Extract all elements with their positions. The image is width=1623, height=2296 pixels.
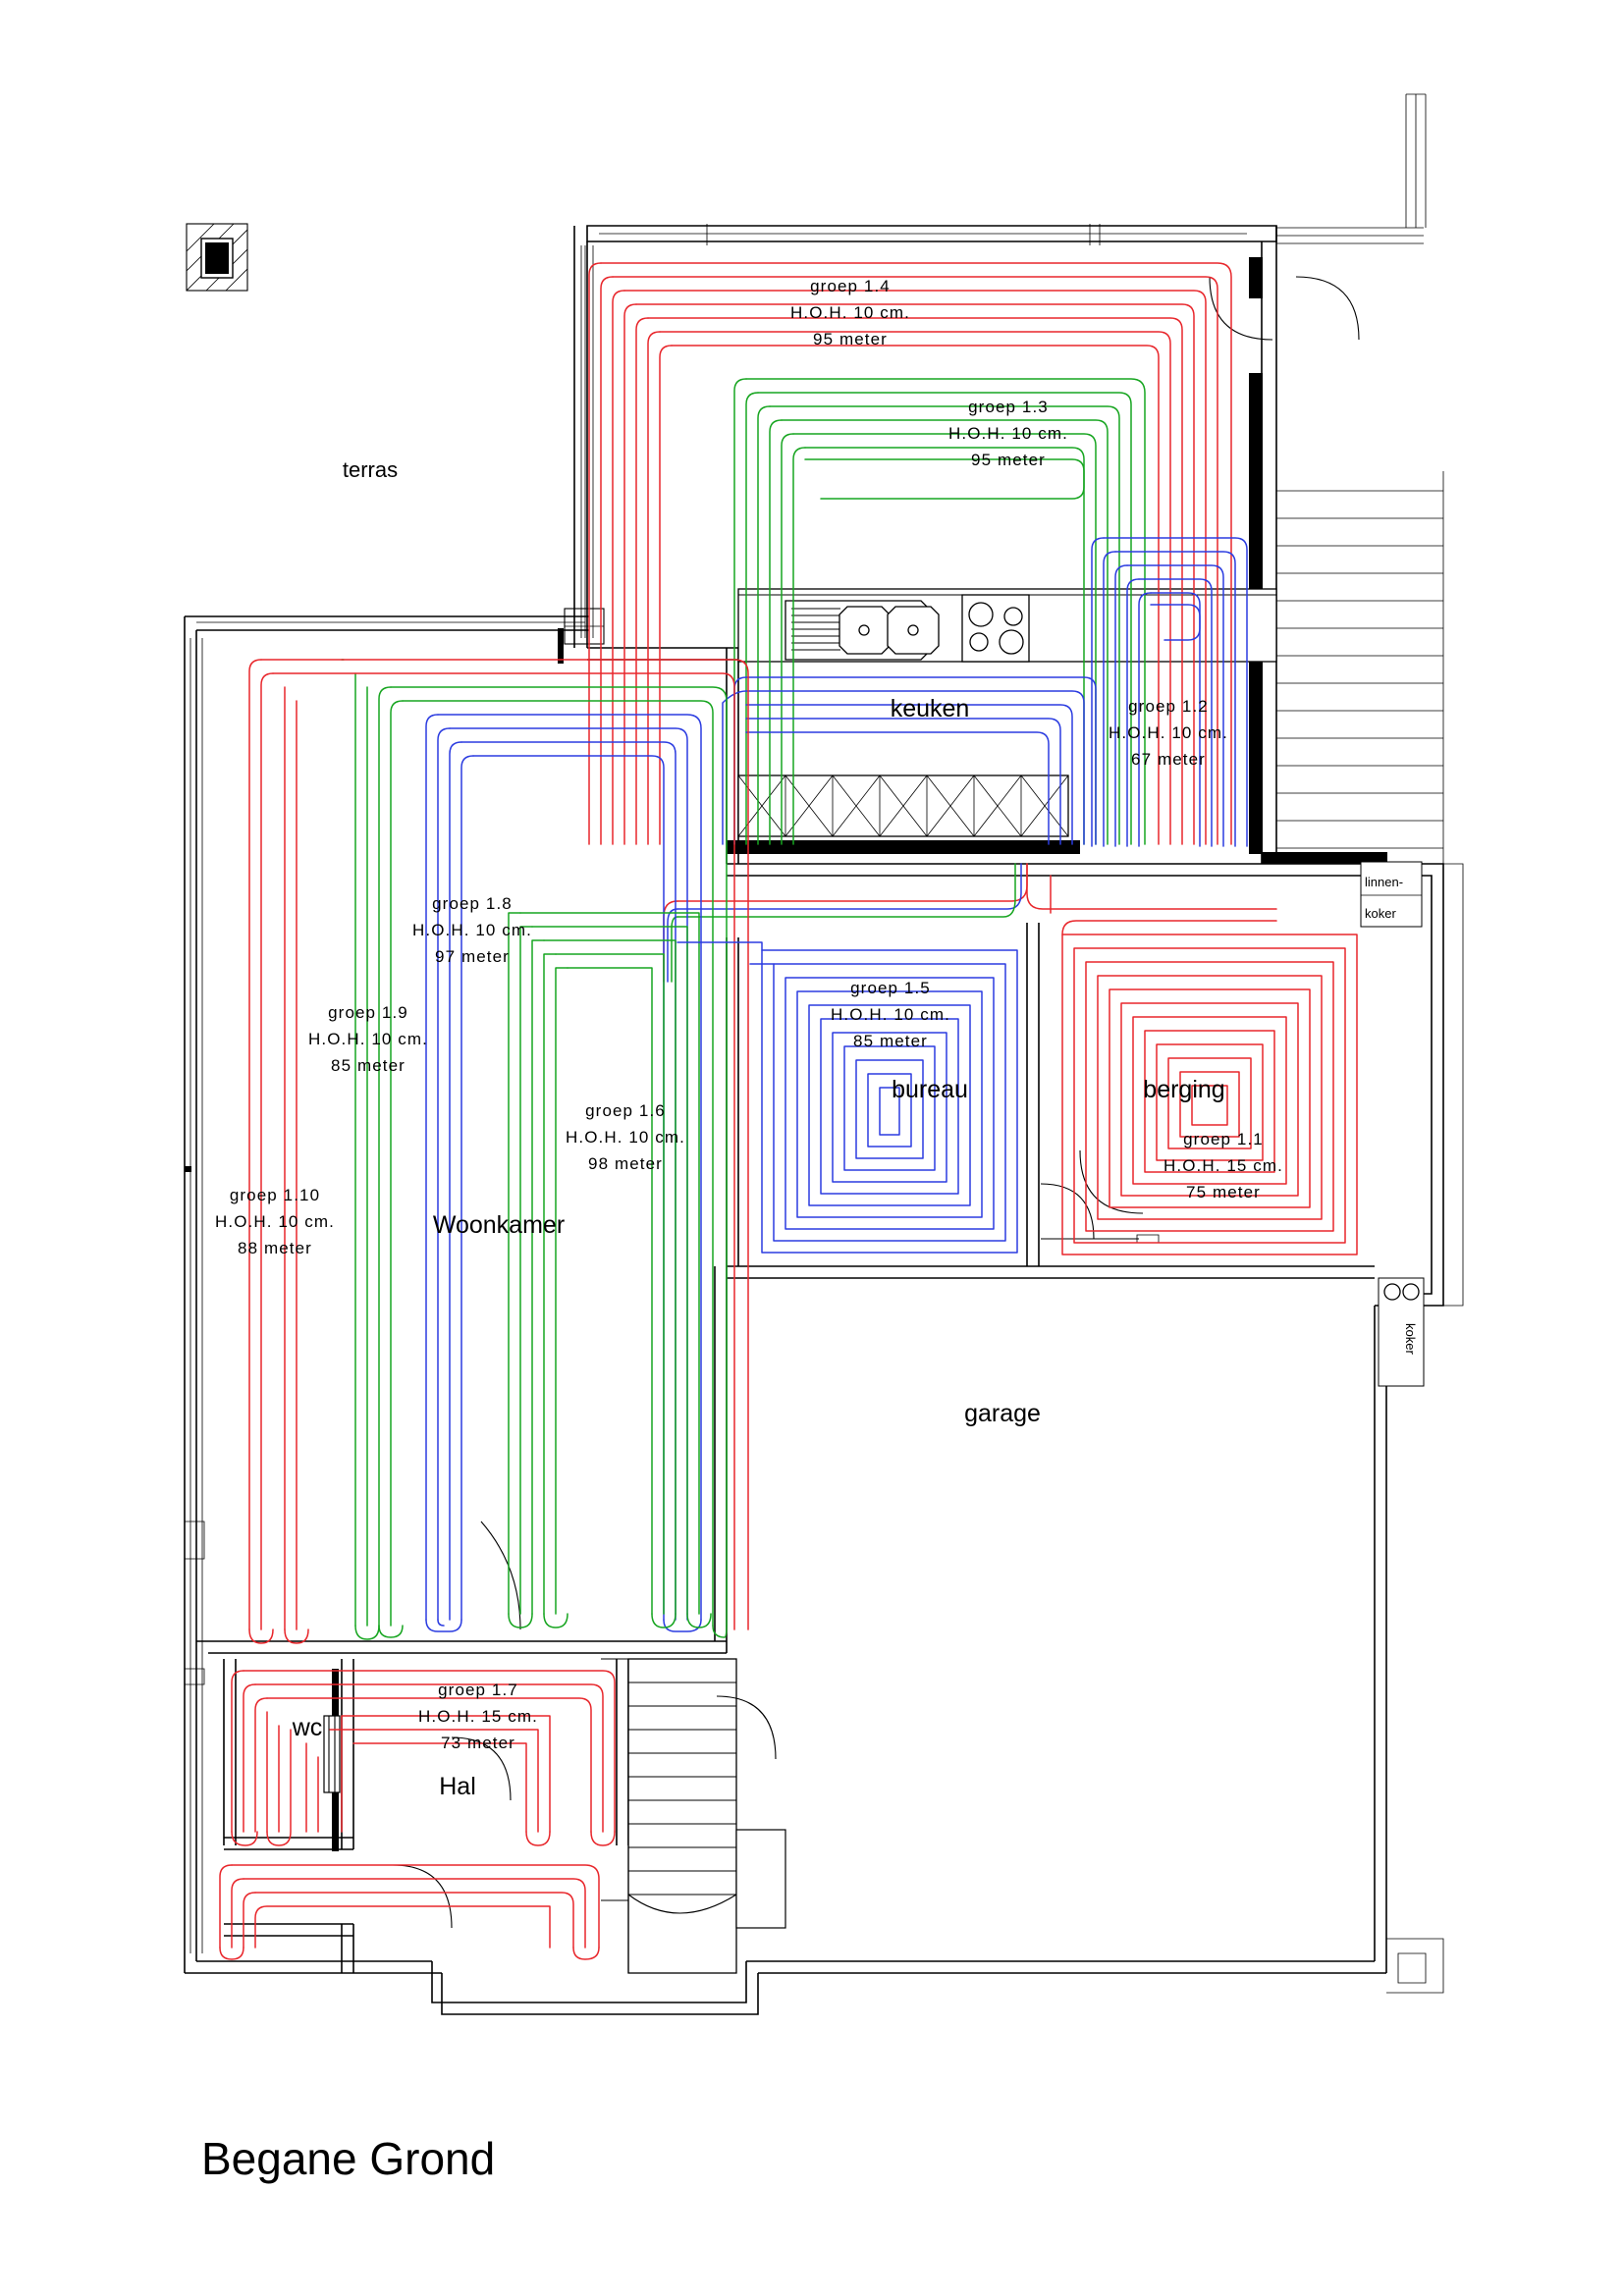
- hatched-cabinet-block: [727, 774, 1080, 854]
- circuit-groep-1-8: [425, 714, 702, 1632]
- glazing: [189, 224, 1247, 1953]
- stairs-side: [1276, 471, 1444, 864]
- circuit-groep-1-1: [1061, 920, 1358, 1255]
- label-linnenkoker-2: koker: [1365, 906, 1396, 921]
- building-outline: [184, 93, 1464, 2015]
- door-swings: [392, 276, 1360, 1929]
- label-groep-1-9-group: groep 1.9: [328, 1003, 408, 1022]
- label-groep-1-4-group: groep 1.4: [810, 277, 891, 295]
- label-groep-1-1-length: 75 meter: [1186, 1183, 1261, 1201]
- label-groep-1-2-spacing: H.O.H. 10 cm.: [1109, 723, 1228, 742]
- circuit-groep-1-4: [588, 262, 1232, 845]
- circuit-labels: groep 1.4 H.O.H. 10 cm. 95 meter groep 1…: [215, 277, 1283, 1752]
- label-groep-1-5-group: groep 1.5: [850, 979, 931, 997]
- wc-toilet: [323, 1715, 341, 1793]
- room-label-garage: garage: [964, 1400, 1041, 1427]
- circuit-groep-1-2: [1091, 537, 1248, 847]
- circuit-groep-1-6: [508, 912, 712, 1629]
- label-koker-vertical: koker: [1403, 1323, 1418, 1355]
- label-groep-1-8-group: groep 1.8: [432, 894, 513, 913]
- circuit-groep-1-3: [733, 378, 1146, 845]
- wall-section-hatch-symbol: [186, 223, 248, 292]
- label-groep-1-10-length: 88 meter: [238, 1239, 312, 1257]
- terras-sliding-door: [564, 608, 605, 645]
- kitchen-cooktop: [961, 594, 1030, 663]
- annotation-labels: linnen- koker koker: [1360, 861, 1425, 1387]
- label-groep-1-2-group: groep 1.2: [1128, 697, 1209, 716]
- label-groep-1-4-spacing: H.O.H. 10 cm.: [790, 303, 910, 322]
- circuit-groep-1-5: [676, 941, 1018, 1254]
- circuit-groep-1-7: [219, 1670, 616, 1960]
- kitchen-sink: [784, 600, 940, 661]
- label-groep-1-7-length: 73 meter: [441, 1734, 515, 1752]
- room-label-keuken: keuken: [891, 695, 970, 722]
- label-groep-1-9-length: 85 meter: [331, 1056, 406, 1075]
- label-groep-1-6-group: groep 1.6: [585, 1101, 666, 1120]
- label-groep-1-1-group: groep 1.1: [1183, 1130, 1264, 1148]
- room-label-bureau: bureau: [892, 1076, 968, 1103]
- room-label-terras: terras: [343, 457, 398, 482]
- page-title: Begane Grond: [201, 2133, 495, 2184]
- label-linnenkoker-1: linnen-: [1365, 875, 1403, 889]
- room-label-berging: berging: [1143, 1076, 1224, 1103]
- circuit-groep-1-10: [248, 659, 749, 1644]
- label-groep-1-2-length: 67 meter: [1131, 750, 1206, 769]
- manifold-runs: [663, 863, 1277, 983]
- label-groep-1-3-group: groep 1.3: [968, 398, 1049, 416]
- label-groep-1-1-spacing: H.O.H. 15 cm.: [1163, 1156, 1283, 1175]
- room-label-hal: Hal: [439, 1773, 476, 1800]
- circuit-groep-1-9: [341, 659, 728, 1640]
- label-groep-1-8-length: 97 meter: [435, 947, 510, 966]
- label-groep-1-7-spacing: H.O.H. 15 cm.: [418, 1707, 538, 1726]
- label-groep-1-9-spacing: H.O.H. 10 cm.: [308, 1030, 428, 1048]
- label-groep-1-6-length: 98 meter: [588, 1154, 663, 1173]
- label-groep-1-10-spacing: H.O.H. 10 cm.: [215, 1212, 335, 1231]
- label-groep-1-10-group: groep 1.10: [230, 1186, 320, 1204]
- room-label-woonkamer: Woonkamer: [433, 1211, 565, 1239]
- label-groep-1-3-length: 95 meter: [971, 451, 1046, 469]
- label-groep-1-6-spacing: H.O.H. 10 cm.: [566, 1128, 685, 1147]
- koker-shaft: koker: [1378, 1277, 1425, 1387]
- label-groep-1-4-length: 95 meter: [813, 330, 888, 348]
- label-groep-1-5-length: 85 meter: [853, 1032, 928, 1050]
- label-groep-1-5-spacing: H.O.H. 10 cm.: [831, 1005, 950, 1024]
- stairs-main: [601, 1658, 786, 1974]
- room-labels: terras keuken Woonkamer bureau berging g…: [292, 457, 1225, 1800]
- label-groep-1-8-spacing: H.O.H. 10 cm.: [412, 921, 532, 939]
- room-label-wc: wc: [292, 1714, 323, 1741]
- label-groep-1-7-group: groep 1.7: [438, 1681, 518, 1699]
- label-groep-1-3-spacing: H.O.H. 10 cm.: [948, 424, 1068, 443]
